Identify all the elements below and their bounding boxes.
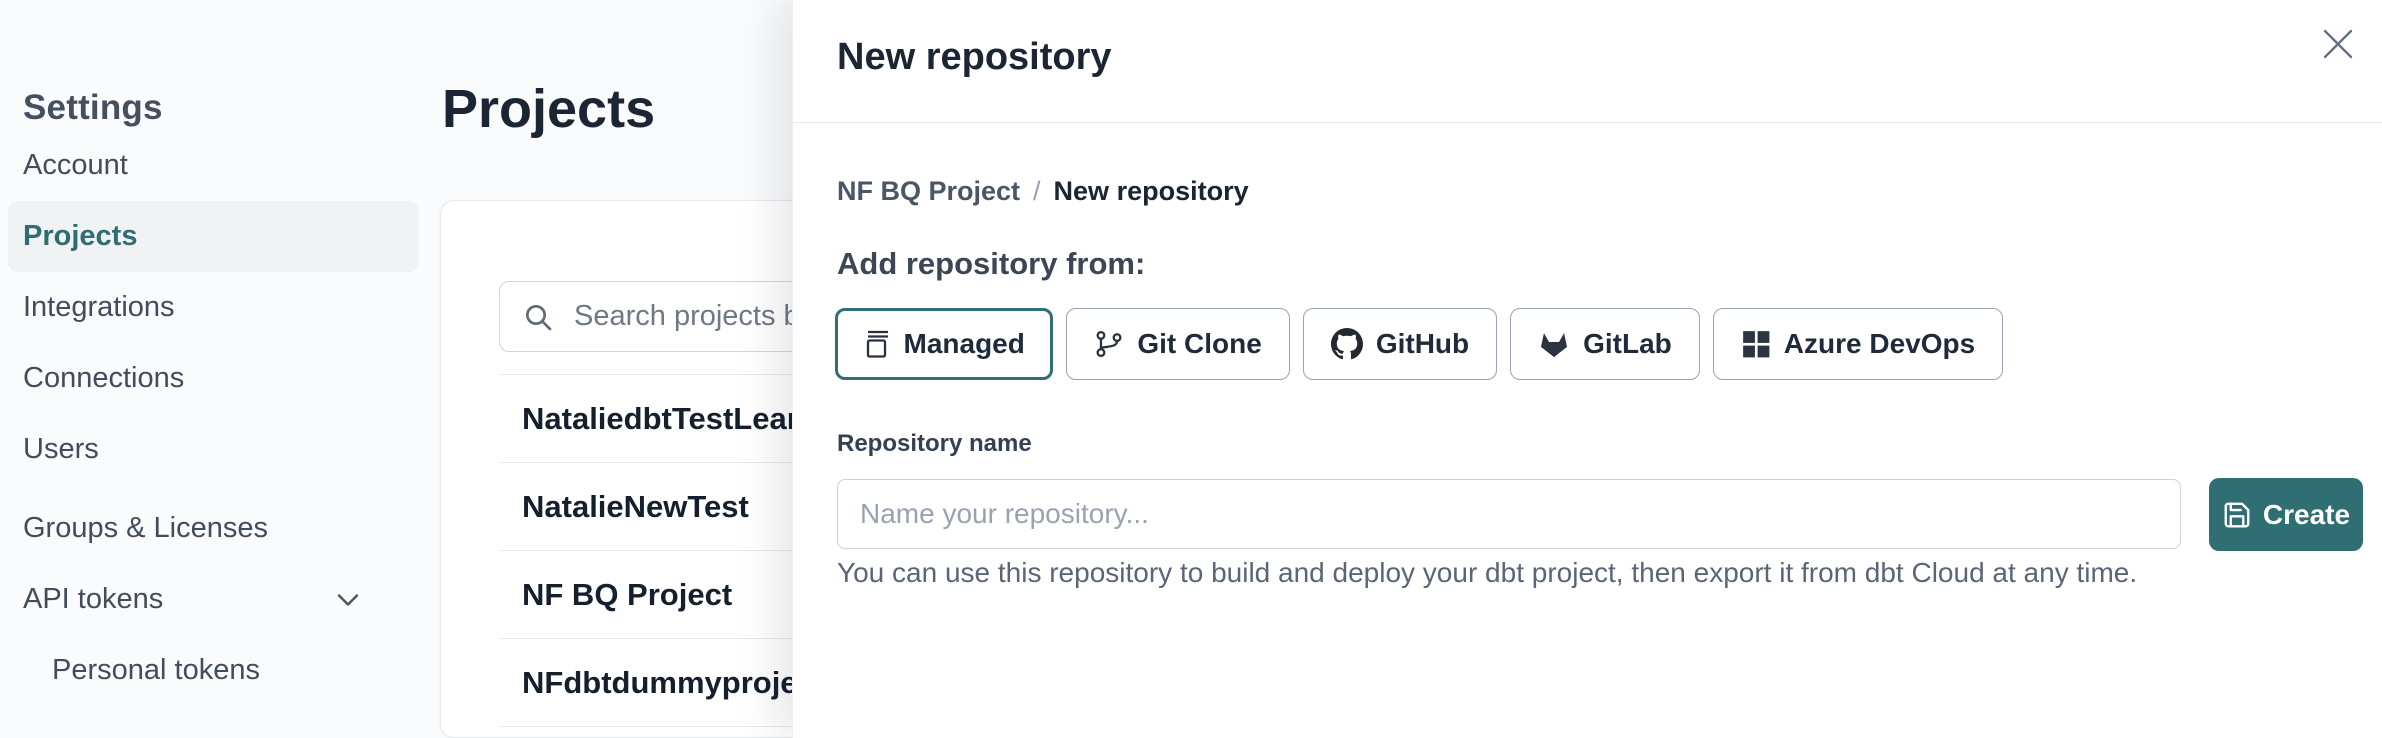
project-name: NataliedbtTestLearn T [522,400,846,436]
project-name: NatalieNewTest [522,488,749,524]
repository-name-input[interactable] [837,479,2181,549]
create-button[interactable]: Create [2209,478,2363,551]
sidebar-item-label: Connections [23,362,185,394]
settings-nav: Account Projects Integrations Connection… [0,130,440,706]
azure-devops-icon [1742,331,1770,358]
source-option-label: Azure DevOps [1783,328,1976,359]
new-repository-modal: New repository NF BQ Project / New repos… [792,0,2382,738]
modal-title: New repository [837,36,1112,78]
repository-name-label: Repository name [837,430,1032,457]
project-name: NF BQ Project [522,576,733,612]
source-option-managed[interactable]: Managed [835,308,1054,380]
source-option-label: Managed [903,328,1025,359]
chevron-down-icon [337,593,359,606]
repo-source-options: Managed Git Clone GitHub GitLab Azure De… [835,308,2004,380]
page-title: Projects [442,79,656,139]
close-button[interactable] [2316,22,2360,66]
modal-header: New repository [793,0,2382,123]
sidebar-item-integrations[interactable]: Integrations [0,272,440,343]
source-option-azure-devops[interactable]: Azure DevOps [1712,308,2004,380]
close-icon [2323,29,2353,59]
sidebar-item-label: Integrations [23,291,175,323]
create-button-label: Create [2262,498,2351,530]
project-name: NFdbtdummyproject [522,664,826,700]
breadcrumb: NF BQ Project / New repository [837,176,1249,207]
source-option-label: Git Clone [1137,328,1262,359]
settings-heading: Settings [23,88,163,127]
source-option-git-clone[interactable]: Git Clone [1066,308,1290,380]
breadcrumb-separator: / [1033,176,1041,206]
source-option-gitlab[interactable]: GitLab [1510,308,1700,380]
sidebar-item-label: Projects [23,220,138,252]
sidebar-item-projects[interactable]: Projects [8,201,419,272]
git-branch-icon [1096,330,1122,358]
source-option-label: GitHub [1375,328,1470,359]
managed-repo-icon [866,330,888,358]
source-option-label: GitLab [1583,328,1672,359]
breadcrumb-current: New repository [1053,176,1249,206]
sidebar-item-label: Users [23,433,99,465]
source-option-github[interactable]: GitHub [1302,308,1498,380]
sidebar-item-personal-tokens[interactable]: Personal tokens [0,635,440,706]
sidebar-item-label: Personal tokens [52,654,260,686]
github-icon [1330,328,1363,360]
save-icon [2224,502,2250,527]
sidebar-item-groups-licenses[interactable]: Groups & Licenses [0,493,440,564]
sidebar-item-account[interactable]: Account [0,130,440,201]
sidebar-item-users[interactable]: Users [0,414,440,485]
sidebar-item-label: API tokens [23,583,164,615]
sidebar-item-label: Account [23,149,128,181]
breadcrumb-parent-link[interactable]: NF BQ Project [837,176,1021,206]
settings-sidebar: Settings Account Projects Integrations C… [0,0,440,738]
repository-helper-text: You can use this repository to build and… [837,557,2138,588]
search-icon [526,304,552,330]
sidebar-item-api-tokens[interactable]: API tokens [0,564,440,635]
sidebar-item-connections[interactable]: Connections [0,343,440,414]
add-repository-heading: Add repository from: [837,246,1146,281]
gitlab-icon [1541,333,1568,358]
sidebar-item-label: Groups & Licenses [23,512,269,544]
